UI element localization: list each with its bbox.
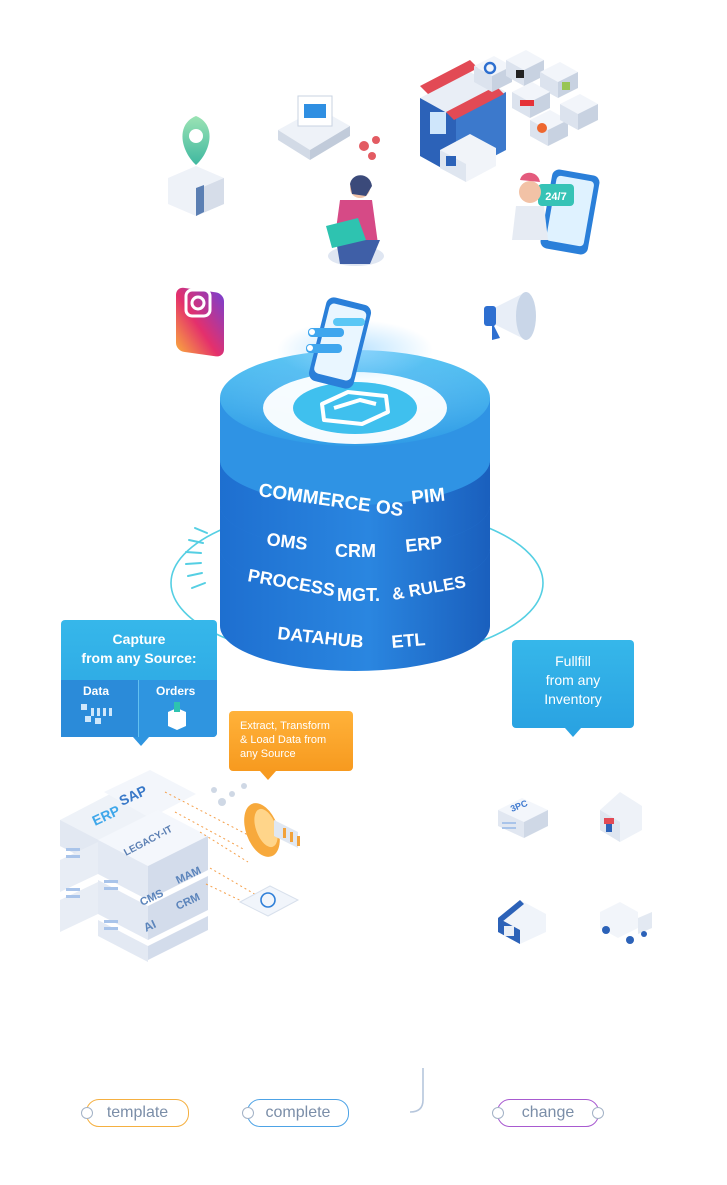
support-24-7-icon: 24/7 <box>512 169 600 255</box>
payment-terminal-icon <box>278 95 350 160</box>
orders-icon <box>168 702 186 730</box>
logo-icon <box>320 390 390 426</box>
data-column-label: Data <box>83 684 110 698</box>
delivery-truck-icon <box>600 902 652 944</box>
marketplace-stores-icon <box>420 50 598 182</box>
oms-label: OMS <box>266 529 309 554</box>
etl-connectors <box>164 791 259 907</box>
mgt-label: MGT. <box>337 585 380 605</box>
etl-line1: Extract, Transform <box>240 720 330 732</box>
smartphone-chat-icon <box>277 297 433 389</box>
change-label: change <box>521 1104 575 1121</box>
ai-label: AI <box>141 917 158 935</box>
data-icon <box>81 704 112 724</box>
etl-line2: & Load Data from <box>240 734 327 746</box>
megaphone-icon <box>484 292 536 340</box>
erp-stack-label: ERP <box>404 532 443 556</box>
capture-columns: Data Orders <box>61 680 217 737</box>
etl-line3: any Source <box>240 748 296 760</box>
badge-24-7: 24/7 <box>545 191 566 203</box>
3pc-warehouse-icon: 3PC <box>498 798 548 838</box>
complete-label: complete <box>265 1104 331 1121</box>
crm-label: CRM <box>335 541 376 561</box>
process-label: PROCESS <box>246 565 336 600</box>
fulfill-callout: Fullfill from any Inventory <box>512 640 634 737</box>
template-pill[interactable]: template <box>81 1099 189 1127</box>
template-label: template <box>106 1104 169 1121</box>
orders-column-label: Orders <box>156 684 196 698</box>
store-icon <box>600 792 642 842</box>
warehouse-icon <box>498 900 546 944</box>
etl-funnel-icon <box>211 783 300 917</box>
datahub-label: DATAHUB <box>277 623 365 652</box>
capture-title-line2: from any Source: <box>81 650 197 666</box>
customer-with-laptop-icon <box>326 175 384 266</box>
hearts-icon <box>359 136 380 160</box>
capture-callout: Capture from any Source: Data Orders <box>61 620 217 746</box>
complete-pill[interactable]: complete <box>242 1099 349 1127</box>
location-pin-icon <box>168 116 224 216</box>
data-sources-stack: ERP SAP LEGACY-IT CMS MAM AI CRM <box>60 770 208 962</box>
fulfill-line2: from any <box>545 672 601 688</box>
instagram-icon <box>176 287 224 357</box>
pim-label: PIM <box>410 485 446 509</box>
commerce-os-label: COMMERCE OS <box>257 480 404 521</box>
commerce-os-stack <box>220 350 490 671</box>
change-pill[interactable]: change <box>492 1099 604 1127</box>
fulfill-line3: Inventory <box>544 691 602 707</box>
etl-callout: Extract, Transform & Load Data from any … <box>229 711 353 780</box>
capture-title-line1: Capture <box>112 631 166 647</box>
rules-label: & RULES <box>390 572 467 604</box>
fulfill-line1: Fullfill <box>555 653 591 669</box>
etl-stack-label: ETL <box>391 629 427 652</box>
